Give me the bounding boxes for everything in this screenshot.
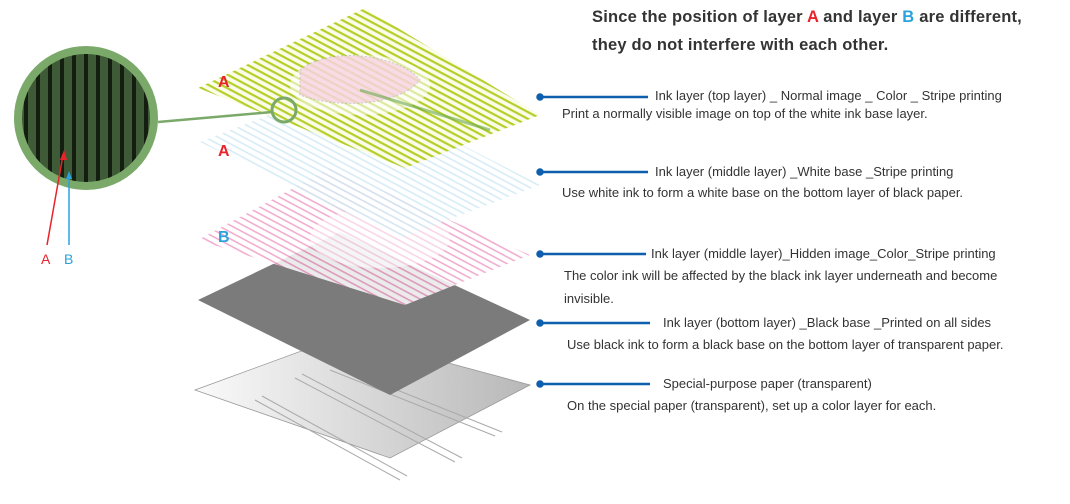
layer-tag-a-middle: A [218, 143, 230, 160]
layer-2-title: Ink layer (middle layer) _White base _St… [655, 164, 954, 179]
layer-2-desc: Use white ink to form a white base on th… [562, 185, 964, 200]
layer-tag-a-top: A [218, 74, 230, 91]
layer-3-desc: The color ink will be affected by the bl… [564, 268, 998, 283]
layer-5-desc: On the special paper (transparent), set … [567, 398, 937, 413]
layer-4-desc: Use black ink to form a black base on th… [567, 337, 1004, 352]
black-base-layer [198, 232, 530, 395]
layer-5-title: Special-purpose paper (transparent) [663, 376, 872, 391]
layer-3-desc-cont: invisible. [564, 291, 614, 306]
header-line-1: Since the position of layer A and layer … [592, 8, 1022, 26]
zoom-marker-icon [270, 96, 298, 124]
transparent-paper-layer [193, 334, 532, 459]
layer-1-desc: Print a normally visible image on top of… [562, 106, 928, 121]
layer-tag-b: B [218, 229, 230, 246]
magnifier-label-a: A [41, 251, 51, 267]
leader-lines [536, 93, 650, 388]
header-line-2: they do not interfere with each other. [592, 36, 889, 54]
layer-1-title: Ink layer (top layer) _ Normal image _ C… [655, 88, 1002, 103]
paper-tubes [254, 365, 503, 481]
magnifier-label-b: B [64, 251, 74, 267]
layer-4-title: Ink layer (bottom layer) _Black base _Pr… [663, 315, 992, 330]
layer-3-title: Ink layer (middle layer)_Hidden image_Co… [651, 246, 996, 261]
